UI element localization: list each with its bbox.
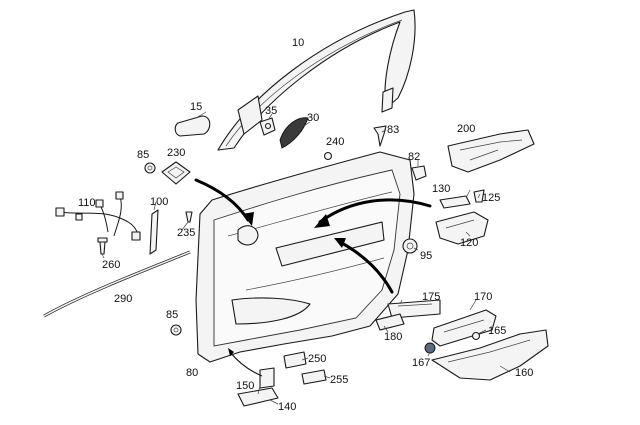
part-10-window-frame[interactable] xyxy=(217,9,416,151)
mirror-bracket xyxy=(237,95,263,135)
label-150: 150 xyxy=(236,380,254,392)
label-95: 95 xyxy=(420,250,432,262)
part-120-door-handle[interactable] xyxy=(435,211,489,245)
part-160-armrest[interactable] xyxy=(431,329,549,381)
label-290: 290 xyxy=(114,293,132,305)
label-10: 10 xyxy=(292,37,304,49)
part-83-clip[interactable] xyxy=(373,125,387,147)
label-35: 35 xyxy=(265,105,277,117)
part-235-pin[interactable] xyxy=(185,211,193,223)
part-250-bracket[interactable] xyxy=(283,351,307,369)
part-175-switch-panel[interactable] xyxy=(387,299,441,319)
part-170-armrest-top[interactable] xyxy=(431,309,497,347)
label-235: 235 xyxy=(177,227,195,239)
part-80-door-panel[interactable] xyxy=(195,151,415,363)
label-240: 240 xyxy=(326,136,344,148)
part-165-clip[interactable] xyxy=(471,331,481,341)
part-255-pad[interactable] xyxy=(301,369,327,385)
part-240-clip[interactable] xyxy=(323,151,333,161)
label-140: 140 xyxy=(278,401,296,413)
part-85-nut-top[interactable] xyxy=(144,162,156,174)
part-35-clip[interactable] xyxy=(259,117,276,136)
label-167: 167 xyxy=(412,357,430,369)
label-85-bottom: 85 xyxy=(166,309,178,321)
label-30: 30 xyxy=(307,112,319,124)
label-255: 255 xyxy=(330,374,348,386)
label-165: 165 xyxy=(488,325,506,337)
part-95-grommet[interactable] xyxy=(402,238,418,254)
label-125: 125 xyxy=(482,192,500,204)
part-230-speaker[interactable] xyxy=(161,161,191,185)
arrow-230-to-panel xyxy=(194,178,254,226)
part-130-bezel[interactable] xyxy=(439,195,471,209)
label-85-top: 85 xyxy=(137,149,149,161)
part-290-seal-strip[interactable] xyxy=(43,250,191,318)
label-83: 83 xyxy=(387,124,399,136)
part-260-screw[interactable] xyxy=(97,237,108,255)
label-260: 260 xyxy=(102,259,120,271)
arrow-175-to-panel xyxy=(334,238,394,294)
part-180-switch-bezel[interactable] xyxy=(375,313,405,331)
part-110-wiring-harness[interactable] xyxy=(55,191,141,241)
label-15: 15 xyxy=(190,101,202,113)
label-230: 230 xyxy=(167,147,185,159)
part-140-pull-cup[interactable] xyxy=(237,387,279,407)
label-80: 80 xyxy=(186,367,198,379)
label-175: 175 xyxy=(422,291,440,303)
label-82: 82 xyxy=(408,151,420,163)
part-82-clip[interactable] xyxy=(411,165,427,181)
label-180: 180 xyxy=(384,331,402,343)
label-170: 170 xyxy=(474,291,492,303)
label-250: 250 xyxy=(308,353,326,365)
label-130: 130 xyxy=(432,183,450,195)
leader-lines xyxy=(101,111,511,405)
label-160: 160 xyxy=(515,367,533,379)
arrow-handle-to-panel xyxy=(314,198,432,228)
part-200-trim-bracket[interactable] xyxy=(447,129,535,173)
part-15-cover[interactable] xyxy=(174,115,211,137)
label-100: 100 xyxy=(150,196,168,208)
part-100-trim-strip[interactable] xyxy=(149,209,159,255)
part-85-nut-bottom[interactable] xyxy=(170,324,182,336)
label-120: 120 xyxy=(460,237,478,249)
label-200: 200 xyxy=(457,123,475,135)
arrow-80-to-panel xyxy=(228,348,263,377)
callout-labels: 10 15 30 35 83 200 85 230 240 82 130 125… xyxy=(78,37,533,413)
part-150-clip[interactable] xyxy=(259,367,275,389)
part-167-button[interactable] xyxy=(424,342,436,354)
part-30-tweeter-cover[interactable] xyxy=(279,117,309,149)
label-110: 110 xyxy=(78,197,96,209)
